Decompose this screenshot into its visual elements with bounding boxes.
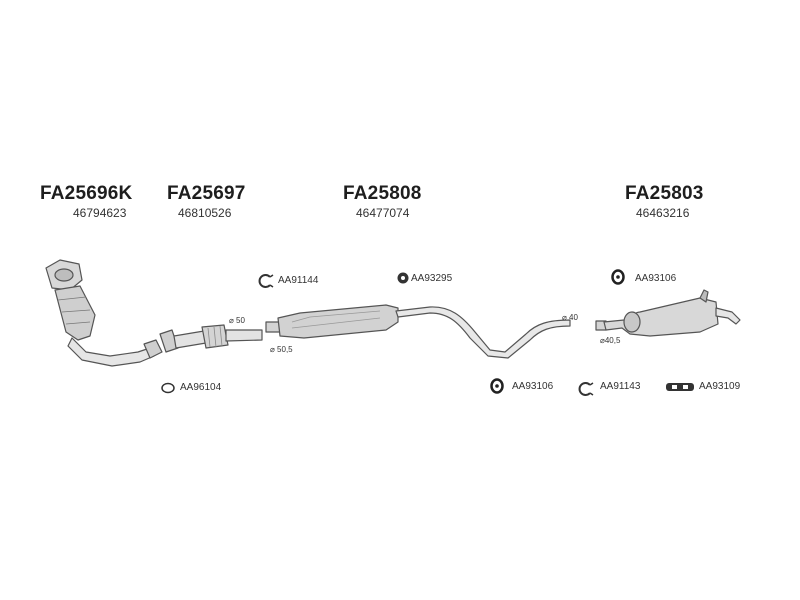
rear-silencer-oem-number: 46463216 bbox=[636, 206, 690, 220]
front-pipe-code: FA25697 bbox=[167, 183, 246, 204]
clamp-rear-icon bbox=[578, 382, 594, 396]
round-mount-icon bbox=[397, 272, 409, 284]
hanger-strip-label: AA93109 bbox=[699, 381, 741, 392]
middle-mount-icon bbox=[490, 378, 504, 394]
rear-silencer-code: FA25803 bbox=[625, 183, 704, 204]
clamp-icon bbox=[258, 274, 274, 288]
front-pipe-oem-number: 46810526 bbox=[178, 206, 232, 220]
middle-silencer-oem-number: 46477074 bbox=[356, 206, 410, 220]
catalyst-oem-number: 46794623 bbox=[73, 206, 127, 220]
rear-silencer-drawing bbox=[595, 289, 741, 337]
middle-silencer-drawing bbox=[265, 304, 571, 359]
catalyst-drawing bbox=[45, 259, 163, 367]
gasket-label: AA96104 bbox=[180, 382, 222, 393]
clamp-front-label: AA91144 bbox=[278, 275, 319, 286]
middle-silencer-code: FA25808 bbox=[343, 183, 422, 204]
front-pipe-diameter-outer: ⌀ 50 bbox=[229, 316, 245, 325]
middle-outlet-diameter: ⌀ 40 bbox=[562, 313, 578, 322]
hanger-strip-icon bbox=[666, 383, 694, 391]
front-pipe-diameter-inner: ⌀ 50,5 bbox=[270, 345, 293, 354]
catalyst-code: FA25696K bbox=[40, 183, 133, 204]
clamp-rear-label: AA91143 bbox=[600, 381, 641, 392]
rear-mount-label: AA93106 bbox=[635, 273, 677, 284]
rear-inlet-diameter: ⌀40,5 bbox=[600, 336, 621, 345]
front-pipe-drawing bbox=[159, 324, 263, 353]
rear-mount-icon bbox=[611, 269, 625, 285]
middle-mount-label: AA93106 bbox=[512, 381, 554, 392]
gasket-icon bbox=[161, 382, 175, 394]
round-mount-label: AA93295 bbox=[411, 273, 453, 284]
